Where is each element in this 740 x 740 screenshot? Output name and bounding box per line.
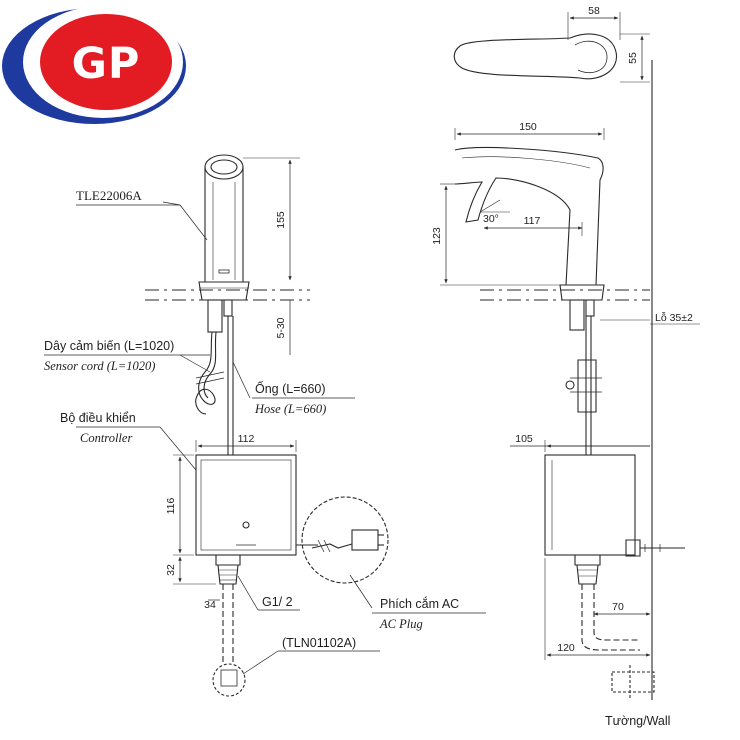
dim-front-height: 155: [275, 211, 287, 229]
controller-label-vi: Bộ điều khiển: [60, 411, 136, 425]
side-view: [440, 60, 700, 700]
hose-label-en: Hose (L=660): [254, 402, 326, 416]
sensor-cord: [195, 331, 216, 415]
dim-bottom-offset: 34: [204, 599, 216, 611]
dim-spout-height: 123: [431, 227, 443, 245]
angle-label: 30°: [483, 213, 499, 225]
hole-label: Lỗ 35±2: [655, 311, 693, 324]
side-controller-box: [544, 454, 636, 556]
ac-plug-label-vi: Phích cắm AC: [380, 596, 459, 611]
bottom-fitting: [215, 554, 241, 566]
shank: [207, 299, 223, 333]
ac-plug: [351, 529, 379, 551]
wall-label: Tường/Wall: [605, 714, 670, 728]
dim-controller-width-front: 112: [238, 433, 255, 445]
dim-deck-thickness: 5-30: [275, 317, 287, 338]
ac-plug-label-en: AC Plug: [379, 617, 423, 631]
faucet-body: [204, 167, 244, 283]
front-view: [44, 154, 486, 697]
spout-profile: [454, 147, 604, 286]
trap-label: (TLN01102A): [282, 636, 356, 650]
spout-top-outline: [453, 33, 617, 80]
hose-label-vi: Ống (L=660): [255, 381, 326, 396]
labels: TLE22006A Dây cảm biến (L=1020) Sensor c…: [44, 5, 693, 728]
brand-logo: GP: [2, 6, 186, 124]
dim-outlet-offset: 70: [612, 601, 624, 613]
dim-wall-distance: 120: [557, 642, 575, 654]
logo-text: GP: [72, 39, 141, 89]
dim-controller-height: 116: [165, 497, 177, 514]
side-base: [559, 284, 605, 301]
controller-box: [195, 454, 297, 556]
faucet-base: [198, 281, 250, 301]
dim-controller-width-side: 105: [515, 433, 533, 445]
controller-label-en: Controller: [80, 431, 132, 445]
spout-top-inner: [210, 159, 238, 175]
sensor-cord-label-vi: Dây cảm biến (L=1020): [44, 339, 174, 353]
ac-plug-detail-circle: [301, 496, 389, 584]
trap-detail-circle: [212, 663, 246, 697]
dim-top-height: 55: [627, 52, 639, 64]
dim-top-width: 58: [588, 5, 600, 17]
dim-bottom-height: 32: [165, 564, 177, 576]
model-label: TLE22006A: [76, 188, 142, 203]
dim-spout-length: 150: [519, 121, 537, 133]
dim-outlet-reach: 117: [524, 215, 541, 227]
thread-label: G1/ 2: [262, 595, 293, 609]
top-view: [453, 12, 650, 83]
sensor-cord-label-en: Sensor cord (L=1020): [44, 359, 155, 373]
